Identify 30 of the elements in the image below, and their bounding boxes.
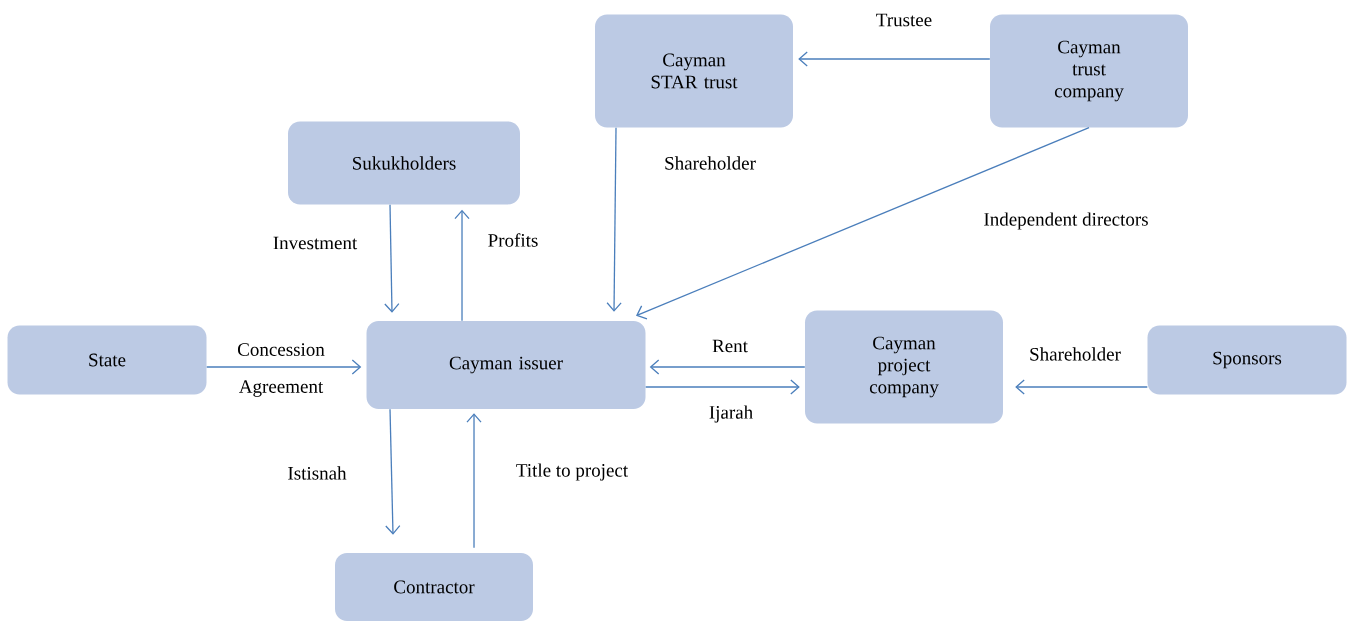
edge-label: Shareholder bbox=[1030, 347, 1121, 361]
entity-box: Contractor bbox=[335, 553, 533, 621]
edge-label: Title to project bbox=[516, 463, 628, 481]
edge-label: Istisnah bbox=[288, 466, 347, 480]
edge-label: Shareholder bbox=[665, 156, 756, 170]
edge-label: Investment bbox=[273, 236, 358, 250]
arrow bbox=[645, 379, 800, 395]
entity-box: State bbox=[7, 325, 207, 395]
arrow bbox=[649, 359, 806, 375]
arrow bbox=[384, 204, 400, 313]
arrow bbox=[606, 127, 622, 312]
edge-label: Trustee bbox=[876, 13, 932, 27]
arrow bbox=[385, 408, 401, 535]
arrow bbox=[206, 359, 362, 375]
edge-label: Profits bbox=[488, 233, 538, 247]
entity-box: Sukukholders bbox=[288, 121, 520, 205]
edge-label: Ijarah bbox=[709, 405, 753, 423]
entity-box: Cayman STAR trust bbox=[595, 14, 793, 128]
arrow bbox=[454, 209, 470, 322]
arrow bbox=[1015, 379, 1148, 395]
edge-label: Independent directors bbox=[984, 212, 1148, 230]
entity-box: Cayman project company bbox=[805, 310, 1003, 424]
entity-box: Cayman issuer bbox=[366, 321, 646, 409]
arrow bbox=[636, 127, 1090, 320]
entity-box: Sponsors bbox=[1147, 325, 1347, 395]
arrow bbox=[466, 413, 482, 549]
arrow bbox=[798, 51, 991, 67]
edge-label: Concession Agreement bbox=[238, 343, 325, 397]
edge-label: Rent bbox=[712, 339, 748, 353]
entity-box: Cayman trust company bbox=[990, 14, 1188, 128]
